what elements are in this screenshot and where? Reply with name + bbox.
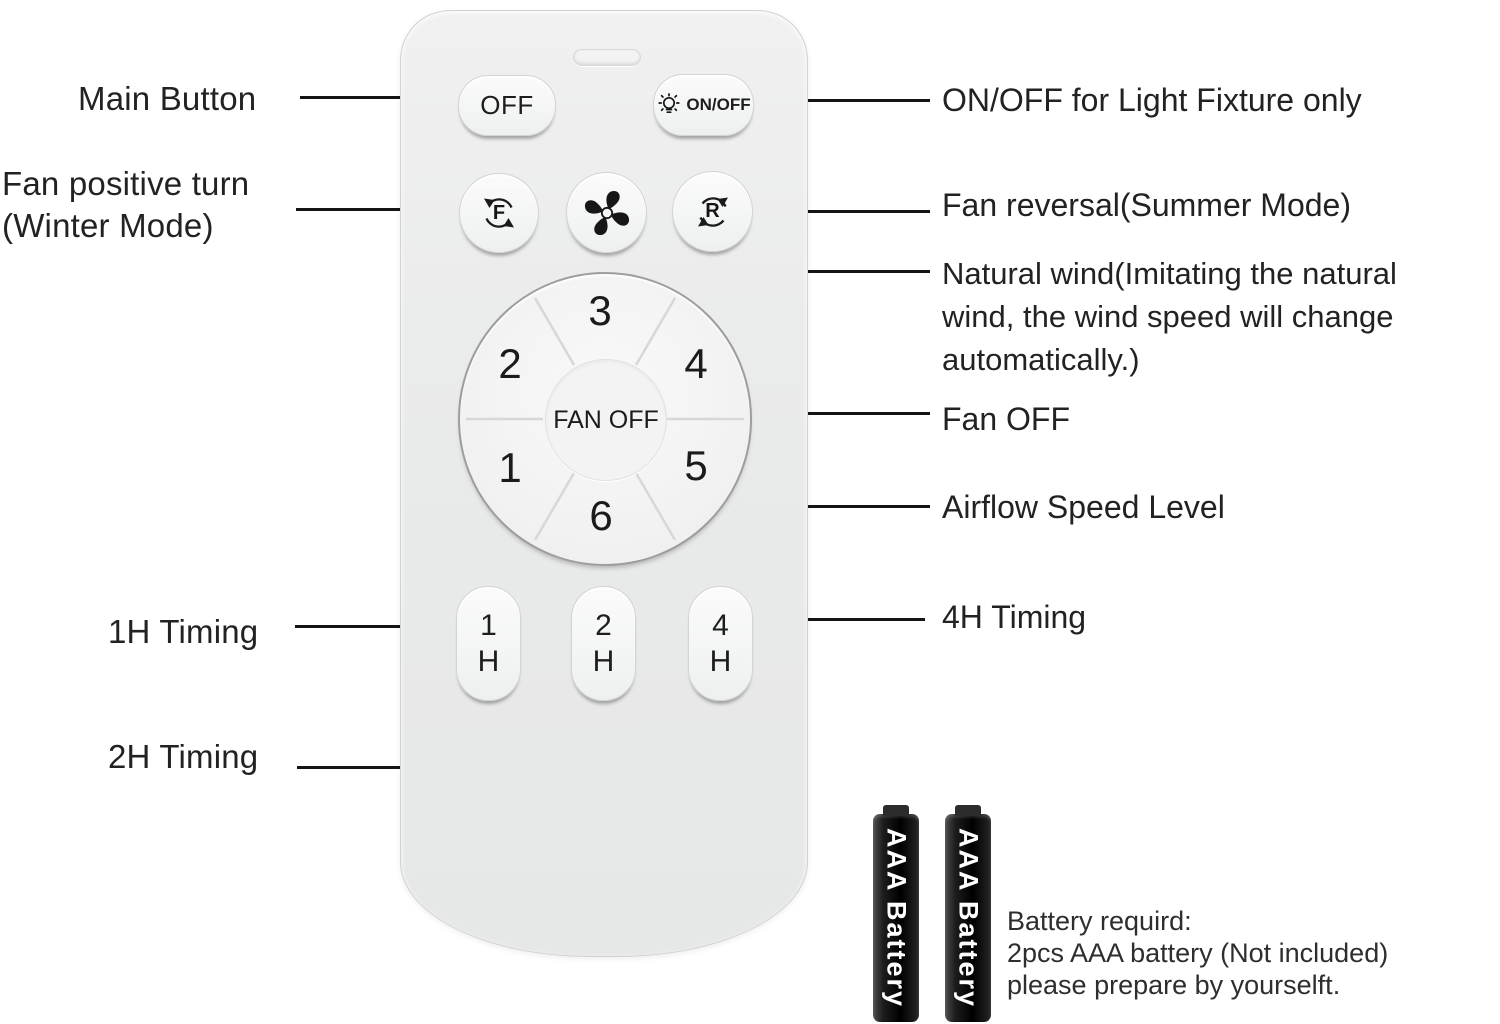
label-airflow-speed: Airflow Speed Level <box>942 489 1225 525</box>
main-off-button-label: OFF <box>480 90 534 120</box>
timer-2h-number: 2 <box>595 608 612 642</box>
battery-cap <box>883 805 909 816</box>
callout-line-1h-timing <box>295 625 470 628</box>
natural-wind-button[interactable] <box>566 172 647 253</box>
battery-label: AAA Battery <box>881 827 912 1009</box>
label-2h-timing: 2H Timing <box>108 738 259 775</box>
speed-1-button[interactable]: 1 <box>498 444 522 491</box>
light-onoff-button[interactable]: ON/OFF <box>653 74 754 136</box>
battery-note-line2: 2pcs AAA battery (Not included) <box>1007 938 1389 968</box>
callout-line-main-button <box>300 96 472 99</box>
callout-line-light-onoff <box>752 99 930 102</box>
aaa-battery-right: AAA Battery <box>945 805 991 1022</box>
fan-reverse-button[interactable]: R <box>672 171 753 252</box>
speed-3-button[interactable]: 3 <box>588 287 612 334</box>
fan-forward-button-label: F <box>492 201 506 224</box>
battery-note: Battery requird: 2pcs AAA battery (Not i… <box>1007 905 1388 1001</box>
label-main-button: Main Button <box>78 80 257 117</box>
label-natural-wind-line2: wind, the wind speed will change <box>942 299 1394 334</box>
aaa-battery-left: AAA Battery <box>873 805 919 1022</box>
label-fan-positive-turn: Fan positive turn (Winter Mode) <box>2 163 249 247</box>
label-natural-wind-line1: Natural wind(Imitating the natural <box>942 256 1397 291</box>
rotate-forward-icon: F <box>473 187 525 239</box>
battery-note-line1: Battery requird: <box>1007 906 1192 936</box>
label-fan-off: Fan OFF <box>942 401 1071 437</box>
battery-cap <box>955 805 981 816</box>
fan-forward-button[interactable]: F <box>459 173 539 253</box>
callout-line-fan-positive <box>296 208 478 211</box>
timer-1h-unit: H <box>477 644 500 678</box>
timer-2h-button[interactable]: 2 H <box>571 586 636 701</box>
main-off-button[interactable]: OFF <box>458 75 556 136</box>
light-onoff-button-label: ON/OFF <box>686 95 751 114</box>
speed-dial-dividers <box>466 297 744 541</box>
remote-body: OFF ON/OFF <box>400 10 808 957</box>
label-natural-wind-line3: automatically.) <box>942 342 1140 377</box>
timer-4h-number: 4 <box>712 608 729 642</box>
timer-2h-unit: H <box>592 644 615 678</box>
label-natural-wind: Natural wind(Imitating the natural wind,… <box>942 252 1397 381</box>
label-4h-timing: 4H Timing <box>942 599 1087 635</box>
speed-dial: 3 2 4 1 5 6 FAN OFF <box>458 272 752 566</box>
speed-5-button[interactable]: 5 <box>684 442 708 489</box>
fan-blades-icon <box>580 186 634 240</box>
timer-1h-button[interactable]: 1 H <box>456 586 521 701</box>
callout-line-fan-reversal <box>749 210 930 213</box>
label-fan-positive-turn-line1: Fan positive turn <box>2 165 250 202</box>
battery-label: AAA Battery <box>953 827 984 1009</box>
label-fan-reversal: Fan reversal(Summer Mode) <box>942 187 1351 223</box>
label-fan-positive-turn-line2: (Winter Mode) <box>2 207 214 244</box>
speed-6-button[interactable]: 6 <box>589 492 613 539</box>
fan-off-button-label: FAN OFF <box>553 405 659 434</box>
label-1h-timing: 1H Timing <box>108 613 259 650</box>
timer-1h-number: 1 <box>480 608 497 642</box>
speed-2-button[interactable]: 2 <box>498 340 522 387</box>
fan-reverse-button-label: R <box>705 200 720 222</box>
callout-line-4h-timing <box>747 618 925 621</box>
fan-off-button[interactable]: FAN OFF <box>545 359 667 481</box>
label-light-onoff: ON/OFF for Light Fixture only <box>942 82 1362 118</box>
battery-note-line3: please prepare by yourselft. <box>1007 970 1341 1000</box>
speed-4-button[interactable]: 4 <box>684 340 708 387</box>
timer-4h-button[interactable]: 4 H <box>688 586 753 701</box>
led-indicator-window <box>573 49 641 66</box>
light-bulb-icon <box>656 92 682 118</box>
timer-4h-unit: H <box>709 644 732 678</box>
rotate-reverse-icon: R <box>687 186 739 238</box>
